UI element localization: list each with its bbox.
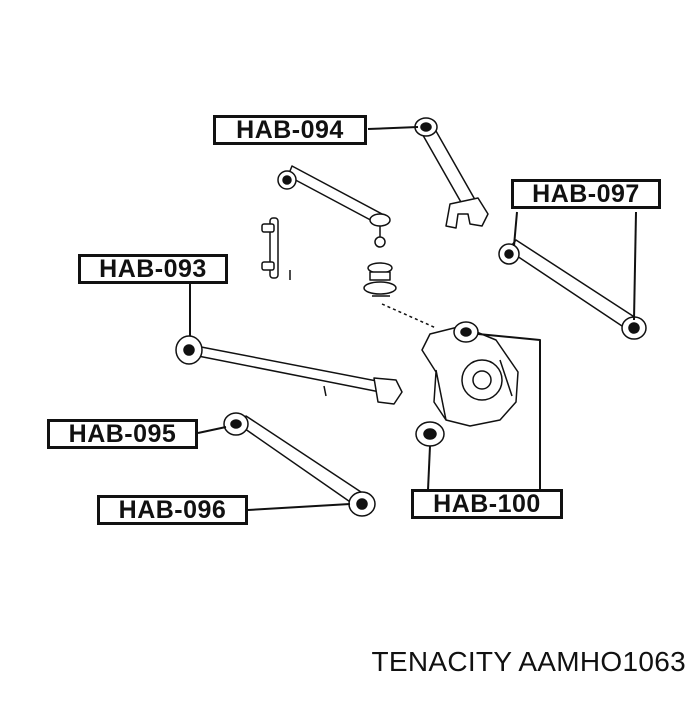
top-mount (363, 262, 437, 329)
leader-hab097-a (513, 211, 518, 247)
upper-link (277, 165, 391, 248)
leader-lines (189, 126, 637, 511)
lower-arm (223, 412, 376, 517)
callout-hab-096: HAB-096 (97, 495, 248, 525)
trailing-arm (175, 335, 403, 405)
leader-hab096 (247, 503, 351, 511)
callout-hab-094: HAB-094 (213, 115, 367, 145)
brand-part-number: TENACITY AAMHO1063 (371, 646, 686, 677)
leader-hab095 (197, 426, 227, 434)
callout-hab-097: HAB-097 (511, 179, 661, 209)
upper-control-arm (414, 117, 489, 229)
lateral-link-right (498, 239, 647, 340)
callout-hab-095: HAB-095 (47, 419, 198, 449)
knuckle (415, 321, 519, 447)
leader-hab100-a (427, 445, 431, 491)
stabilizer-link (261, 217, 291, 280)
leader-hab100-b (477, 333, 541, 490)
callout-hab-100: HAB-100 (411, 489, 563, 519)
leader-hab094 (367, 126, 419, 130)
leader-hab097-b (633, 211, 637, 321)
callout-hab-093: HAB-093 (78, 254, 228, 284)
